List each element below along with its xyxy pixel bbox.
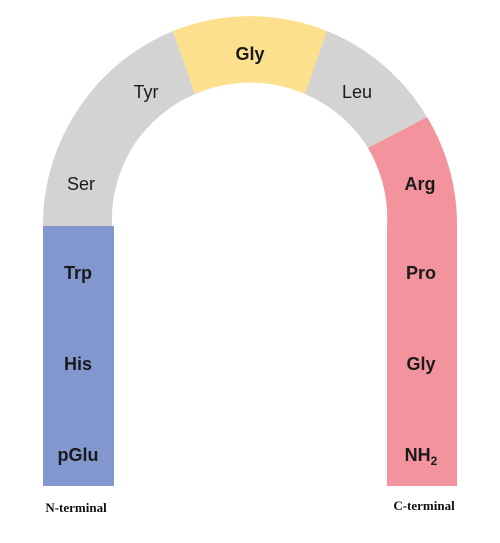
residue-label-arg: Arg	[405, 174, 436, 194]
arc-segment-ser	[42, 111, 134, 226]
residue-label-leu: Leu	[342, 82, 372, 102]
arc-segment-arg	[368, 117, 458, 228]
residue-label-nh: NH	[405, 445, 431, 465]
residue-label-trp: Trp	[64, 263, 92, 283]
residue-label-pglu: pGlu	[58, 445, 99, 465]
n-terminal-label: N-terminal	[45, 500, 107, 515]
residue-label-his: His	[64, 354, 92, 374]
residue-label-ser: Ser	[67, 174, 95, 194]
residue-label-gly-column: Gly	[406, 354, 435, 374]
arc-segment-leu	[305, 31, 427, 148]
residue-label-pro: Pro	[406, 263, 436, 283]
arc-segment-gly	[173, 16, 327, 94]
residue-label-nh2: NH2	[405, 445, 438, 468]
residue-label-nh-subscript: 2	[431, 454, 438, 468]
c-terminal-label: C-terminal	[393, 498, 455, 513]
arc-segment-tyr	[77, 31, 195, 145]
residue-label-gly-arc: Gly	[235, 44, 264, 64]
left-column-block	[43, 226, 114, 486]
residue-label-tyr: Tyr	[134, 82, 159, 102]
right-column-block	[387, 226, 457, 486]
